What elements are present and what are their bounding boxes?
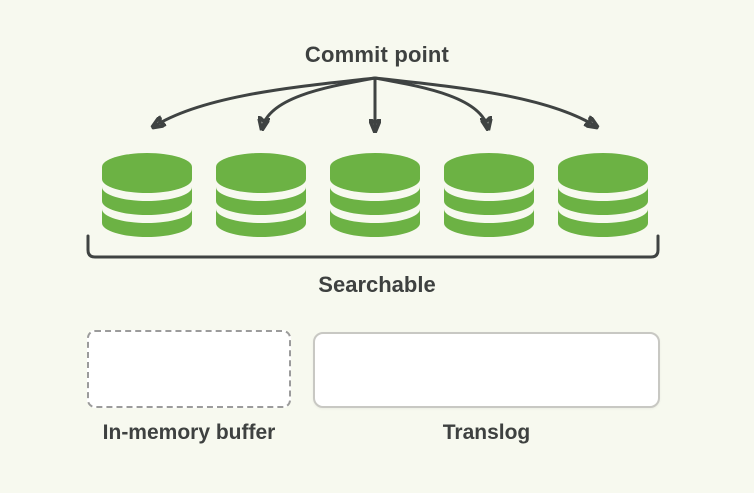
searchable-label: Searchable	[318, 272, 436, 297]
segment-database-icon	[558, 153, 648, 237]
translog-box	[313, 332, 660, 408]
arrow-to-segment-2	[262, 76, 377, 129]
in-memory-buffer-label: In-memory buffer	[102, 421, 276, 444]
commit-point-title: Commit point	[304, 42, 450, 67]
arrow-to-segment-1	[153, 76, 377, 127]
segment-database-icon	[444, 153, 534, 237]
in-memory-buffer-box	[87, 330, 291, 408]
arrow-to-segment-5	[373, 76, 597, 127]
segment-database-icon	[330, 153, 420, 237]
segments-row	[102, 153, 648, 237]
translog-label: Translog	[442, 421, 531, 444]
segment-database-icon	[216, 153, 306, 237]
segment-database-icon	[102, 153, 192, 237]
commit-arrows	[0, 76, 754, 170]
searchable-bracket	[86, 234, 660, 259]
